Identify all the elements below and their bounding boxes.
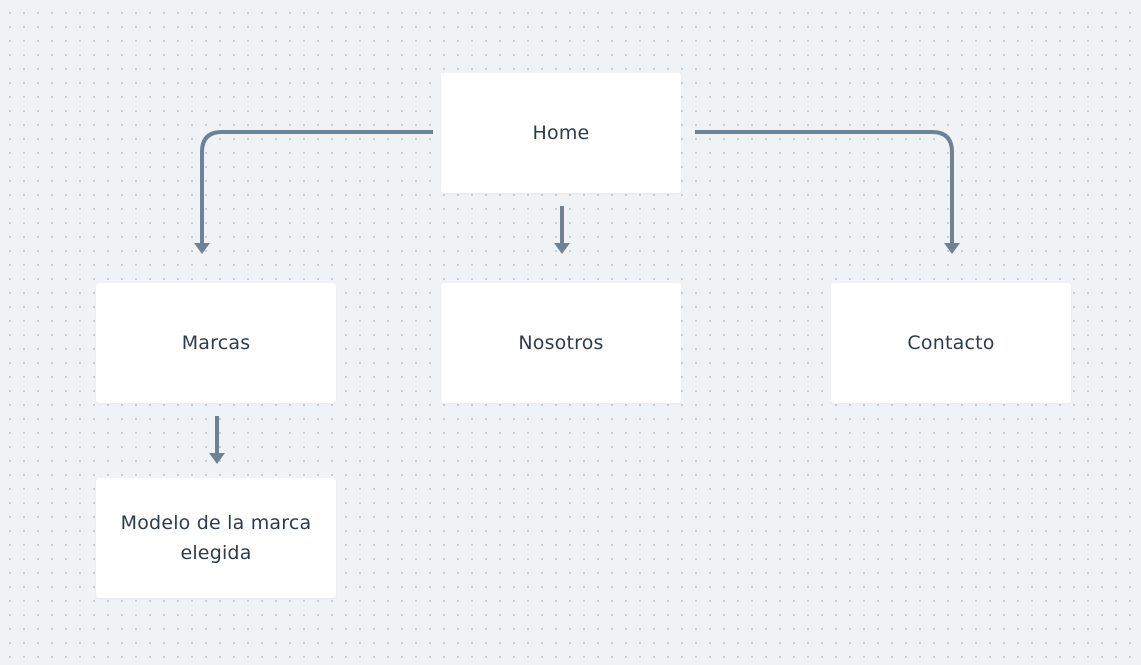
node-marcas-label: Marcas — [181, 332, 251, 354]
arrowhead-contacto — [944, 243, 960, 254]
connector-home-contacto — [695, 130, 954, 244]
node-nosotros[interactable]: Nosotros — [441, 283, 681, 403]
node-nosotros-label: Nosotros — [518, 332, 604, 354]
arrowhead-nosotros — [554, 243, 570, 254]
node-modelo[interactable]: Modelo de la marca elegida — [96, 478, 336, 598]
node-contacto-label: Contacto — [907, 332, 995, 354]
arrowhead-marcas — [194, 243, 210, 254]
node-home-label: Home — [532, 122, 590, 144]
node-modelo-label: Modelo de la marca elegida — [120, 512, 312, 564]
node-contacto[interactable]: Contacto — [831, 283, 1071, 403]
node-marcas[interactable]: Marcas — [96, 283, 336, 403]
node-home[interactable]: Home — [441, 73, 681, 193]
connector-home-marcas — [200, 130, 433, 244]
arrowhead-modelo — [209, 453, 225, 464]
